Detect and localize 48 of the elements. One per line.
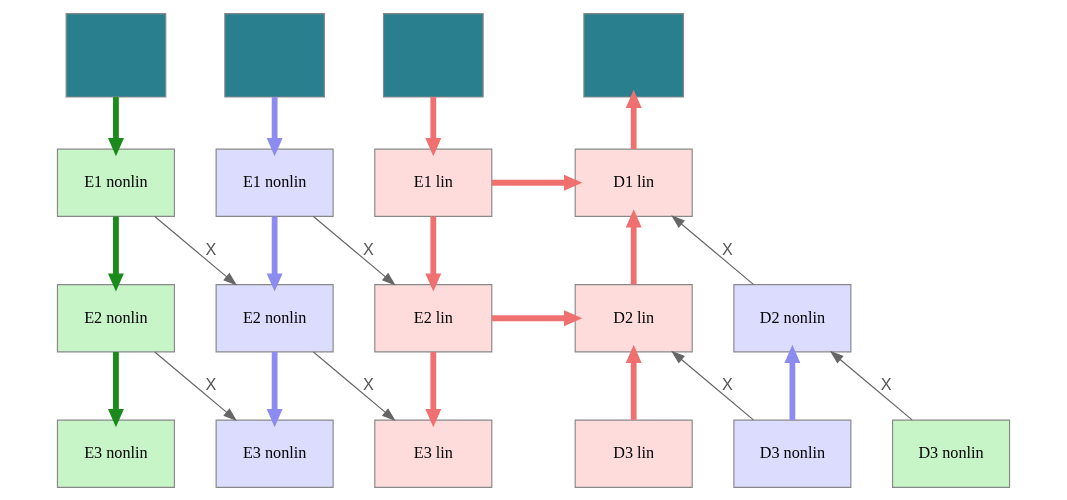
node-box: E1 lin: [374, 148, 493, 217]
arrow: [266, 216, 283, 292]
arrow: [107, 216, 124, 292]
arrow: [425, 96, 442, 156]
arrow: [266, 96, 283, 156]
node-box: D2 lin: [574, 283, 693, 352]
arrow: [425, 216, 442, 292]
node-box: [224, 12, 325, 98]
node-box: [382, 12, 484, 98]
node-box: D2 nonlin: [733, 283, 852, 352]
arrow: [107, 351, 124, 427]
arrow: [154, 350, 237, 421]
arrow: [671, 350, 754, 420]
arrow: [829, 350, 913, 420]
arrow: [625, 344, 642, 420]
arrow: [625, 208, 642, 284]
node-box: E3 nonlin: [215, 419, 334, 488]
arrow: [625, 89, 642, 149]
node-box: D1 lin: [574, 148, 693, 217]
node-box: [583, 12, 685, 98]
arrow: [107, 96, 124, 156]
arrow: [671, 214, 754, 285]
edge-label: X: [205, 239, 217, 258]
node-box: E2 nonlin: [56, 283, 175, 352]
node-box: E1 nonlin: [215, 148, 334, 217]
node-box: D3 nonlin: [733, 419, 852, 488]
node-box: E2 lin: [374, 283, 493, 352]
edge-label: X: [722, 374, 733, 393]
node-box: D3 nonlin: [891, 419, 1011, 488]
edge-label: X: [722, 239, 733, 258]
node-box: D3 lin: [574, 419, 693, 488]
arrow: [784, 344, 801, 420]
arrow: [312, 350, 396, 421]
arrow: [492, 174, 583, 191]
arrow: [154, 215, 237, 285]
arrow: [266, 351, 283, 427]
arrow: [312, 215, 396, 285]
node-box: E3 nonlin: [56, 419, 175, 488]
edge-label: X: [205, 374, 217, 393]
edge-label: X: [363, 239, 374, 258]
arrow: [492, 309, 583, 326]
node-box: E2 nonlin: [215, 283, 334, 352]
edge-label: X: [363, 374, 374, 393]
edge-label: X: [880, 374, 892, 393]
node-box: E3 lin: [374, 419, 493, 488]
node-box: [65, 12, 167, 98]
arrow: [425, 351, 442, 427]
node-box: E1 nonlin: [56, 148, 175, 217]
